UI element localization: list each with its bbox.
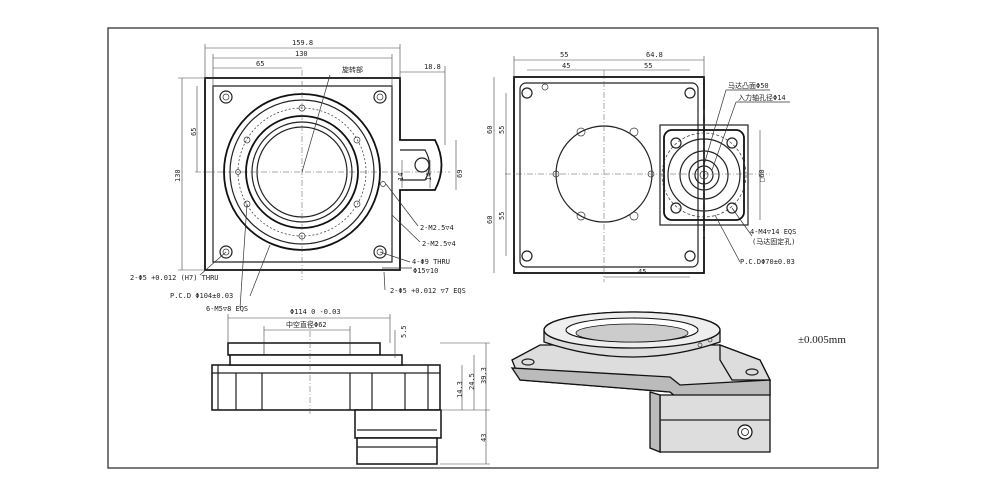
dim-5-5: 5.5	[400, 325, 408, 338]
label-motor-mount: 4-M4▽14 EQS	[750, 228, 796, 236]
label-9-thru: 4-Φ9 THRU	[412, 258, 450, 266]
label-motor-mount-note: (马达固定孔)	[752, 237, 795, 246]
dim-flange-width: 130	[295, 50, 308, 58]
dim-14-3: 14.3	[456, 381, 464, 398]
label-pcd: P.C.D Φ104±0.03	[170, 292, 233, 300]
dim-45-bottom: 45	[638, 268, 646, 276]
label-pcd-motor: P.C.DΦ70±0.03	[740, 258, 795, 266]
label-m25-a: 2-M2.5▽4	[420, 224, 454, 232]
dim-half-width: 65	[256, 60, 264, 68]
dim-square: □60	[758, 169, 766, 182]
label-pin-holes-right: 2-Φ5 +0.012 ▽7 EQS	[390, 287, 466, 295]
dim-half-height: 65	[190, 128, 198, 136]
dim-55-d: 55	[498, 212, 506, 220]
label-pin-holes-left: 2-Φ5 +0.012 (H7) THRU	[130, 274, 219, 282]
dim-55-b: 55	[644, 62, 652, 70]
dim-114: Φ114 0 -0.03	[290, 308, 341, 316]
tolerance-note: ±0.005mm	[798, 334, 846, 346]
dim-60-b: 60	[486, 216, 494, 224]
dim-height: 130	[174, 169, 182, 182]
small-dim-a: 14	[397, 173, 405, 181]
dim-64-8: 64.8	[646, 51, 663, 59]
label-input-shaft: 入力轴孔径Φ14	[738, 93, 786, 102]
isometric-view	[510, 311, 772, 453]
dim-45-a: 45	[562, 62, 570, 70]
label-m5: 6-M5▽8 EQS	[206, 305, 248, 313]
top-view	[178, 44, 457, 309]
top-right-view	[493, 56, 790, 282]
dim-60-a: 60	[486, 126, 494, 134]
drawing-border	[107, 27, 879, 469]
dim-55-c: 55	[498, 126, 506, 134]
small-dim-b: 14	[425, 173, 433, 181]
dim-tab-height: 69	[456, 170, 464, 178]
label-m25-b: 2-M2.5▽4	[422, 240, 456, 248]
dim-tab: 18.8	[424, 63, 441, 71]
dim-24-5: 24.5	[468, 373, 476, 390]
dim-55-a: 55	[560, 51, 568, 59]
front-view	[211, 314, 490, 465]
dim-hollow: 中空直径Φ62	[286, 320, 327, 329]
dim-39-3: 39.3	[480, 367, 488, 384]
dim-43: 43	[480, 434, 488, 442]
label-motor-boss: 马达凸面Φ50	[728, 81, 769, 90]
label-15-10: Φ15▽10	[413, 267, 438, 275]
dim-overall-width: 159.8	[292, 39, 313, 47]
label-rotating-part: 旋转部	[342, 65, 363, 74]
